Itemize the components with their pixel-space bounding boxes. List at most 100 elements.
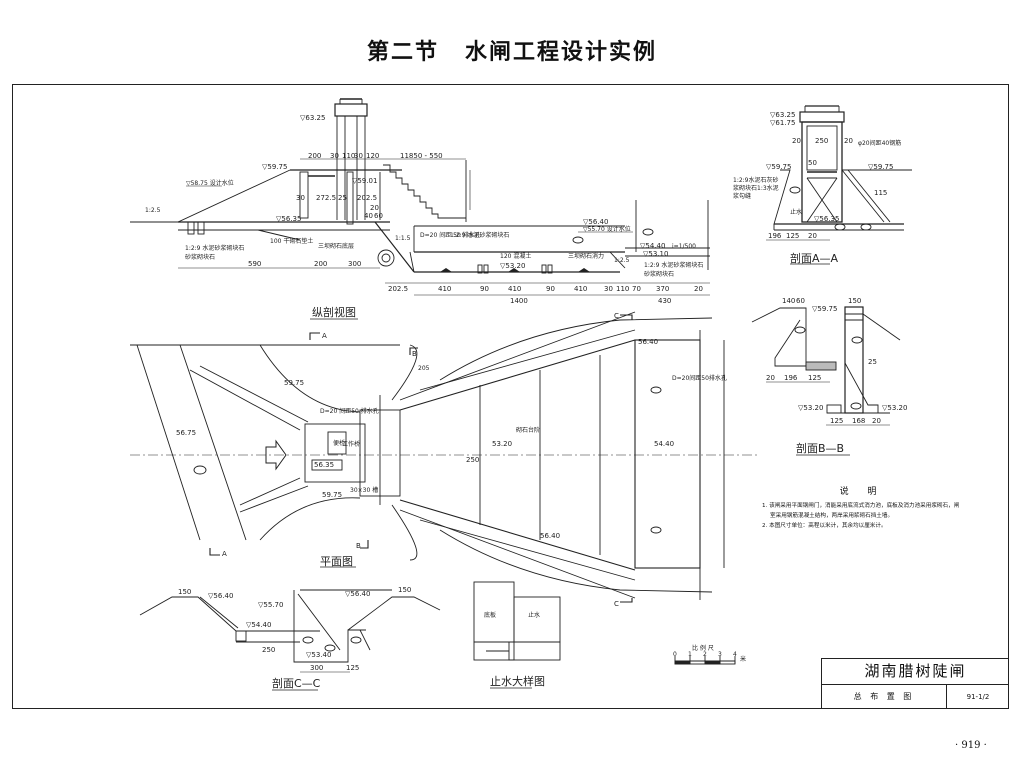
page-number: · 919 · xyxy=(955,740,987,751)
annotation: 1:2:9 水泥砂浆砌块石 xyxy=(450,231,509,239)
elevation-box: 53.20 xyxy=(492,440,512,448)
elevation-label: ▽59.75 xyxy=(766,163,791,171)
elevation-label: ▽56.40 xyxy=(345,590,370,598)
elevation-label: ▽54.40 xyxy=(246,621,271,629)
dimension-label: 168 xyxy=(852,417,865,425)
annotation: i=1/500 xyxy=(672,243,696,250)
elevation-label: ▽63.25 xyxy=(770,111,795,119)
elevation-label: ▽56.35 xyxy=(814,215,839,223)
dimension-label: 125 xyxy=(346,664,359,672)
drawing-labels: ▽63.25 ▽59.75 ▽59.01 ▽58.75 设计水位 ▽56.35 … xyxy=(145,111,907,690)
waterstop-detail xyxy=(473,581,561,689)
elevation-label: ▽58.75 设计水位 xyxy=(186,179,234,187)
view-title: 纵剖视图 xyxy=(312,305,356,319)
elevation-box: 54.40 xyxy=(654,440,674,448)
note-item: 2. 本图尺寸单位：高程以米计，其余均以厘米计。 xyxy=(762,523,887,529)
section-label: 第二节 xyxy=(366,39,439,65)
dimension-label: 60 xyxy=(374,212,383,220)
dimension-label: 110 xyxy=(616,285,629,293)
dimension-label: 590 xyxy=(248,260,261,268)
dimension-label: 125 xyxy=(786,232,799,240)
section-title: 水闸工程设计实例 xyxy=(465,39,658,65)
dimension-label: 250 xyxy=(815,137,828,145)
annotation: 205 xyxy=(418,365,430,372)
dimension-label: 20 xyxy=(370,204,379,212)
dimension-label: 40 xyxy=(364,212,373,220)
annotation: 浆勾缝 xyxy=(733,192,751,200)
section-marker: B xyxy=(356,542,361,550)
annotation: 1:2:9 水泥砂浆砌块石 xyxy=(185,244,244,252)
elevation-label: ▽63.25 xyxy=(300,114,325,122)
dimension-label: 20 xyxy=(808,232,817,240)
annotation: 三坝砌石底层 xyxy=(318,242,354,250)
dimension-label: 30 xyxy=(604,285,613,293)
elevation-box: 59.75 xyxy=(322,491,342,499)
page-title: 第二节水闸工程设计实例 xyxy=(0,34,1024,66)
elevation-box: 59.75 xyxy=(284,379,304,387)
elevation-label: ▽53.20 xyxy=(500,262,525,270)
elevation-label: ▽54.40 xyxy=(640,242,665,250)
elevation-label: ▽59.75 xyxy=(262,163,287,171)
dimension-label: 150 xyxy=(178,588,191,596)
section-a-a xyxy=(766,105,912,265)
annotation: 止水 xyxy=(528,611,540,619)
elevation-box: 56.40 xyxy=(540,532,560,540)
dimension-label: 1400 xyxy=(510,297,528,305)
drawing-frame xyxy=(12,84,1009,709)
dimension-label: 410 xyxy=(438,285,451,293)
elevation-label: 25 xyxy=(868,358,877,366)
elevation-box: 56.35 xyxy=(314,461,334,469)
dimension-label: 300 xyxy=(348,260,361,268)
view-title: 剖面A—A xyxy=(790,251,839,265)
annotation: 砂浆砌块石 xyxy=(185,253,215,261)
slope-label: 1:2.5 xyxy=(614,257,630,264)
elevation-box: 56.75 xyxy=(176,429,196,437)
annotation: 120 混凝土 xyxy=(500,252,531,260)
dimension-label: 196 xyxy=(784,374,798,382)
dimension-label: 50 xyxy=(808,159,817,167)
annotation: D=20 间距50 排水孔 xyxy=(320,407,379,415)
dimension-label: 25 xyxy=(338,194,347,202)
dimension-label: 30 xyxy=(354,152,363,160)
dimension-label: 90 xyxy=(480,285,489,293)
dimension-label: 115 xyxy=(874,189,887,197)
dimension-label: 11850 - 550 xyxy=(400,152,443,160)
elevation-label: ▽55.70 设计水位 xyxy=(583,225,631,233)
view-title: 止水大样图 xyxy=(490,674,545,688)
section-marker: A xyxy=(322,332,327,340)
elevation-label: ▽61.75 xyxy=(770,119,795,127)
annotation: 砂浆砌块石 xyxy=(644,270,674,278)
view-title: 平面图 xyxy=(320,555,353,568)
dimension-label: 30 xyxy=(330,152,339,160)
elevation-label: ▽59.75 xyxy=(812,305,837,313)
elevation-label: ▽53.20 xyxy=(882,404,907,412)
dimension-label: 150 xyxy=(848,297,861,305)
annotation: 100 干砌石垫土 xyxy=(270,237,313,245)
annotation: 砌石台阶 xyxy=(516,426,540,434)
dimension-label: 20 xyxy=(694,285,703,293)
dimension-label: 272.5 xyxy=(316,194,336,202)
dimension-label: 250 xyxy=(466,456,479,464)
elevation-label: ▽56.35 xyxy=(276,215,301,223)
longitudinal-section xyxy=(130,98,710,296)
dimension-label: 140 xyxy=(782,297,795,305)
view-title: 剖面C—C xyxy=(272,676,321,690)
dimension-label: 20 xyxy=(872,417,881,425)
elevation-label: ▽53.10 xyxy=(643,250,668,258)
dimension-label: 430 xyxy=(658,297,671,305)
dimension-label: 20 xyxy=(792,137,801,145)
annotation: 30×30 槽 xyxy=(350,486,378,494)
elevation-label: ▽59.01 xyxy=(352,177,377,185)
annotation: 便桥 xyxy=(333,439,345,447)
dimension-label: 200 xyxy=(314,260,327,268)
dimension-label: 120 xyxy=(366,152,379,160)
dimension-label: 202.5 xyxy=(357,194,377,202)
slope-label: 1:2.5 xyxy=(145,207,161,214)
title-block: 湖南腊树陡闸 总 布 置 图 91-1/2 xyxy=(821,658,1009,709)
slope-label: 1:1.5 xyxy=(395,235,411,242)
dimension-label: 20 xyxy=(766,374,775,382)
annotation: 1:2:9水泥石灰砂 xyxy=(733,176,779,184)
annotation: φ20间距40钢筋 xyxy=(858,139,901,147)
elevation-label: ▽53.20 xyxy=(798,404,823,412)
elevation-label: ▽59.75 xyxy=(868,163,893,171)
